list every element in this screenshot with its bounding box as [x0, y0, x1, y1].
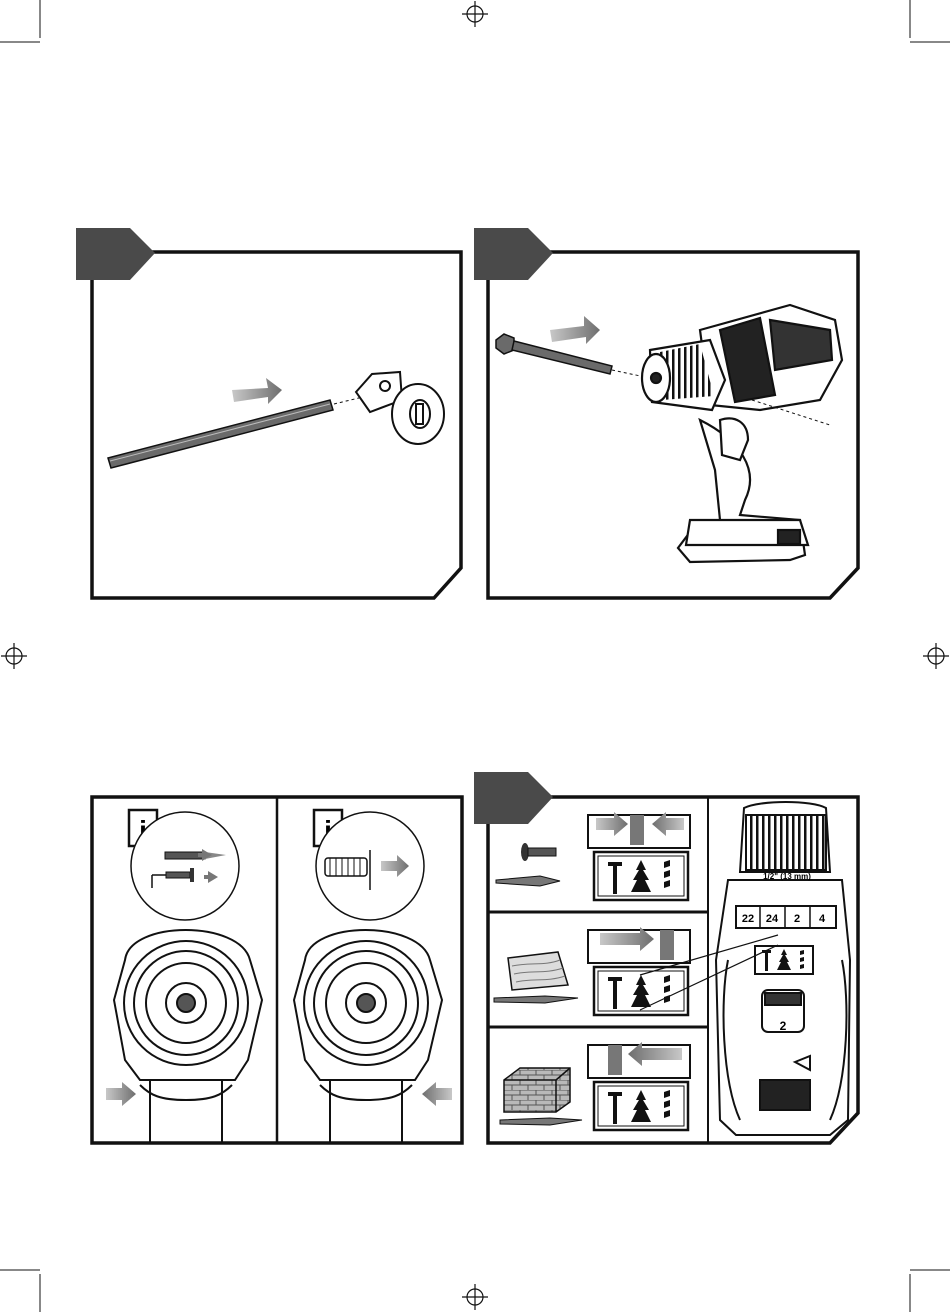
adapter-illustration: [356, 372, 444, 444]
clutch-number: 22: [742, 913, 754, 925]
panel-c: i i: [92, 797, 462, 1143]
screwdriver-bit-icon: [496, 876, 560, 886]
wood-icon: [508, 952, 568, 990]
clutch-number: 24: [766, 913, 779, 925]
drill-front-view: [114, 930, 262, 1143]
mode-window: [588, 812, 690, 900]
mode-window: [588, 927, 690, 1015]
panel-d: 1/2" (13 mm) 22 24 2 4 2: [474, 772, 858, 1143]
mode-window: [588, 1042, 690, 1130]
masonry-bit-icon: [500, 1118, 582, 1125]
extension-bar-illustration: [108, 400, 333, 468]
panel-a: [76, 228, 461, 598]
screw-icon: [521, 843, 556, 861]
drill-front-view: [294, 930, 442, 1143]
gear-number: 2: [780, 1019, 787, 1033]
step-tab: [474, 228, 553, 280]
direction-arrow: [550, 316, 600, 344]
step-tab: [474, 772, 553, 824]
drill-illustration: [642, 305, 842, 562]
detail-circle: [131, 812, 239, 920]
direction-arrow: [106, 1082, 136, 1106]
clutch-number: 2: [794, 913, 800, 925]
brick-icon: [504, 1068, 570, 1112]
direction-arrow: [422, 1082, 452, 1106]
drill-bit-icon: [494, 996, 578, 1003]
step-tab: [76, 228, 155, 280]
clutch-number: 4: [819, 913, 826, 925]
direction-arrow: [232, 378, 282, 404]
panel-b: [474, 228, 858, 598]
chuck-size-label: 1/2" (13 mm): [763, 872, 811, 881]
